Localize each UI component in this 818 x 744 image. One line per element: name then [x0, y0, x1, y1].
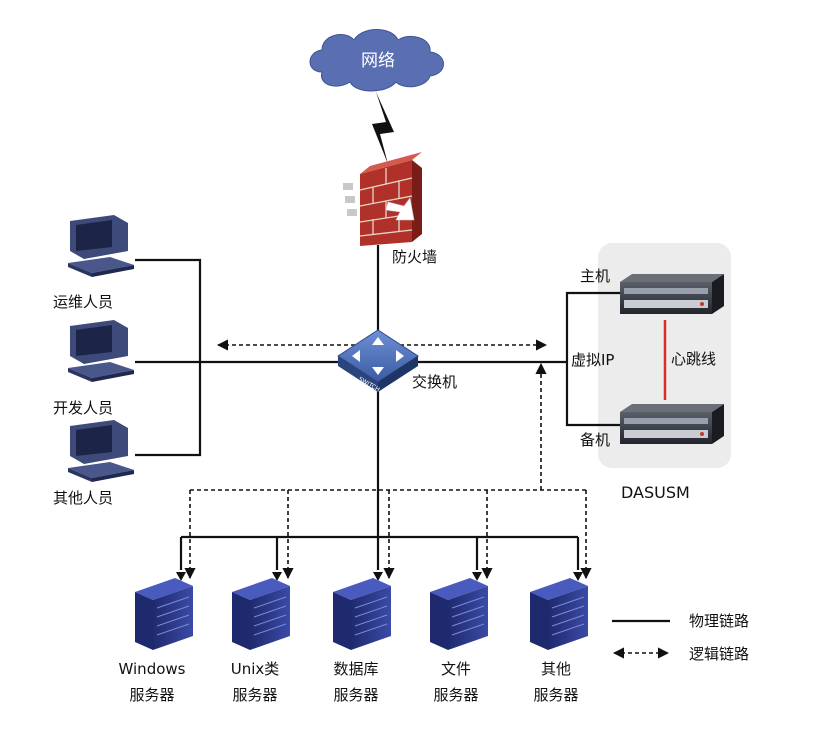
- file-server-icon: [430, 578, 488, 650]
- primary-label: 主机: [580, 267, 610, 285]
- user-label-other: 其他人员: [53, 489, 113, 507]
- server-other-line2: 服务器: [533, 686, 578, 704]
- user-label-dev: 开发人员: [53, 399, 113, 417]
- lightning-bolt-icon: [372, 92, 394, 164]
- backup-rack-server-icon: [620, 404, 724, 444]
- legend: 物理链路 逻辑链路: [612, 612, 749, 663]
- server-file-line1: 文件: [441, 660, 471, 678]
- server-windows-line2: 服务器: [129, 686, 174, 704]
- legend-logical-label: 逻辑链路: [689, 645, 749, 663]
- server-unix-line2: 服务器: [232, 686, 277, 704]
- firewall-label: 防火墙: [392, 248, 437, 266]
- switch-label: 交换机: [412, 373, 457, 391]
- other-computer-icon: [68, 420, 134, 482]
- ops-computer-icon: [68, 215, 134, 277]
- firewall-icon: [343, 152, 422, 246]
- backup-label: 备机: [580, 431, 610, 449]
- dev-computer-icon: [68, 320, 134, 382]
- user-label-ops: 运维人员: [53, 293, 113, 311]
- other-server-icon: [530, 578, 588, 650]
- cluster-name: DASUSM: [621, 483, 690, 502]
- database-server-icon: [333, 578, 391, 650]
- server-windows-line1: Windows: [119, 660, 186, 678]
- physical-links: [135, 245, 622, 570]
- switch-icon: SWITCH: [337, 329, 419, 393]
- windows-server-icon: [135, 578, 193, 650]
- cloud-label: 网络: [361, 51, 395, 71]
- server-unix-line1: Unix类: [231, 660, 280, 678]
- network-cloud-icon: 网络: [309, 29, 444, 92]
- server-db-line1: 数据库: [333, 660, 378, 678]
- server-db-line2: 服务器: [333, 686, 378, 704]
- virtual-ip-label: 虚拟IP: [571, 351, 614, 369]
- primary-rack-server-icon: [620, 274, 724, 314]
- server-other-line1: 其他: [541, 660, 571, 678]
- physical-arrowheads: [176, 572, 583, 581]
- legend-physical-label: 物理链路: [689, 612, 749, 630]
- unix-server-icon: [232, 578, 290, 650]
- server-file-line2: 服务器: [433, 686, 478, 704]
- heartbeat-label: 心跳线: [671, 350, 716, 368]
